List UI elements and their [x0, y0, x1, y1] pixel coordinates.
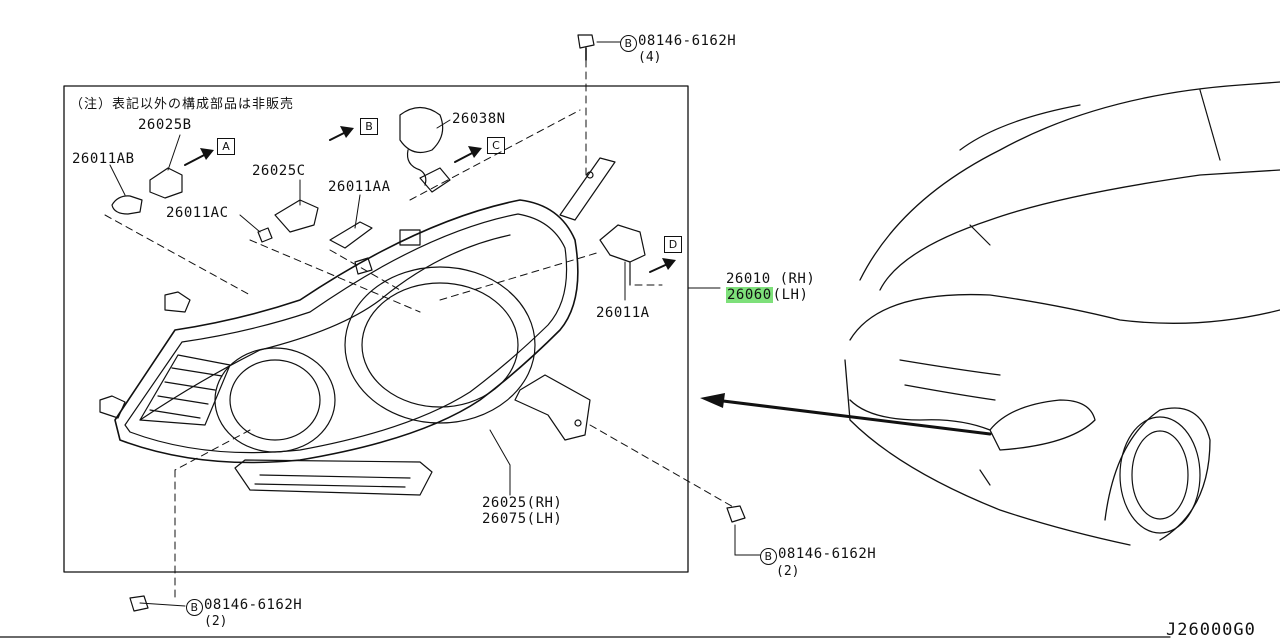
low-beam-inner [229, 359, 321, 441]
bolt-top-part[interactable]: 08146-6162H [638, 33, 737, 49]
lens-rim [139, 234, 511, 421]
right-mount-bracket [514, 374, 591, 441]
label-26011AC[interactable]: 26011AC [166, 205, 229, 221]
cap-26038N [399, 106, 444, 153]
left-mount-bracket [99, 395, 126, 419]
callout-box-a: A [217, 138, 235, 155]
bolt-top-qty: (4) [638, 50, 662, 65]
socket-26025C [274, 199, 319, 233]
bolt-circle-b: B [620, 35, 637, 52]
bolt-left-qty: (2) [204, 614, 228, 629]
bolt-right-part[interactable]: 08146-6162H [778, 546, 877, 562]
label-26060-side: (LH) [772, 287, 809, 303]
label-26025-rh[interactable]: 26025(RH) [482, 495, 563, 511]
diagram-frame [63, 85, 689, 573]
bolt-top [577, 34, 595, 49]
label-26011AB[interactable]: 26011AB [72, 151, 135, 167]
label-26038N[interactable]: 26038N [452, 111, 506, 127]
bolt-left-part[interactable]: 08146-6162H [204, 597, 303, 613]
bulb-26011A [599, 224, 646, 263]
label-26060-lh[interactable]: 26060(LH) [726, 287, 809, 303]
bolt-circle-b: B [186, 599, 203, 616]
label-26025B[interactable]: 26025B [138, 117, 192, 133]
headlamp-housing [114, 199, 579, 464]
label-26025C[interactable]: 26025C [252, 163, 306, 179]
label-26011AA[interactable]: 26011AA [328, 179, 391, 195]
bulb-26011AC [257, 227, 273, 243]
diagram-reference: J26000G0 [1166, 620, 1256, 640]
bolt-left [129, 595, 149, 612]
low-beam-reflector [214, 347, 336, 453]
location-arrow [713, 398, 992, 436]
label-26060[interactable]: 26060 [726, 287, 773, 303]
high-beam-inner [361, 282, 519, 408]
callout-box-d: D [664, 236, 682, 253]
bolt-right-qty: (2) [776, 564, 800, 579]
socket-26025B [149, 167, 183, 199]
callout-box-b: B [360, 118, 378, 135]
top-mount-bracket [559, 157, 616, 221]
bulb-26011AB [111, 195, 143, 215]
note-not-sold-separately: （注）表記以外の構成部品は非販売 [70, 97, 295, 112]
bolt-right [726, 505, 746, 523]
vehicle-front [844, 81, 1280, 546]
bottom-mount-tabs [234, 459, 433, 496]
high-beam-reflector [344, 266, 536, 424]
callout-box-c: C [487, 137, 505, 154]
turn-signal-lens [139, 354, 231, 426]
label-26011A[interactable]: 26011A [596, 305, 650, 321]
connector-26038N [419, 167, 451, 193]
bolt-circle-b: B [760, 548, 777, 565]
headlamp-inner-edge [124, 213, 568, 454]
bulb-26011AA [329, 221, 373, 249]
label-26010-rh[interactable]: 26010 (RH) [726, 271, 816, 287]
label-26075-lh[interactable]: 26075(LH) [482, 511, 563, 527]
